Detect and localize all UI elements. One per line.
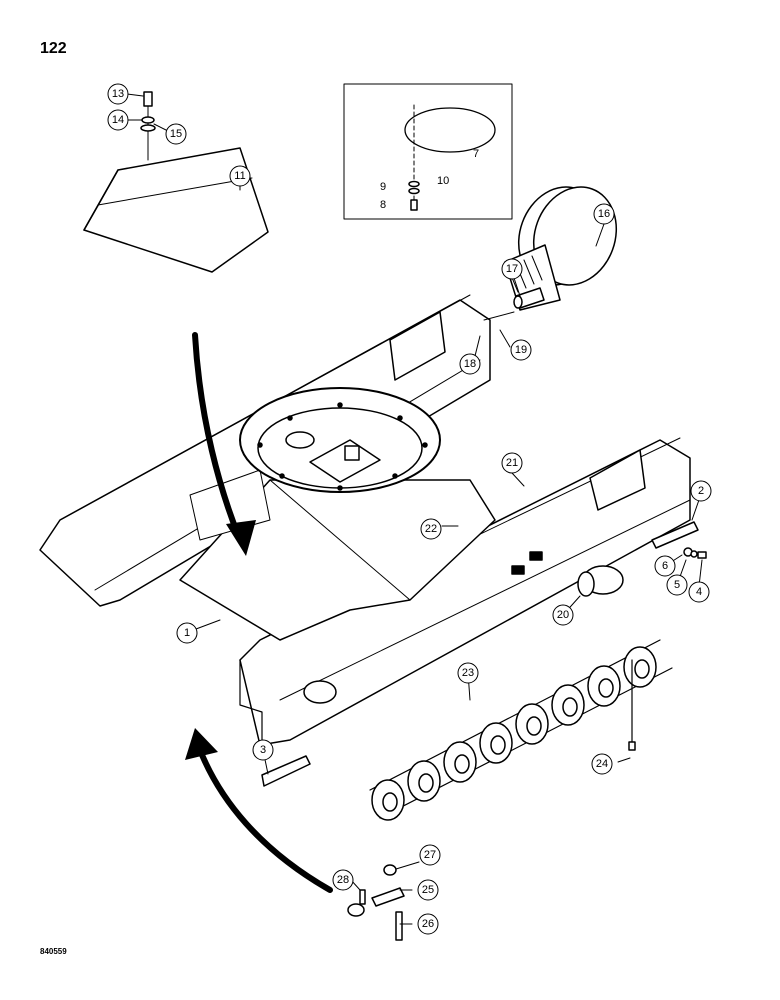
callout-label: 23 bbox=[462, 667, 474, 679]
inset-labels: 7 8 9 10 bbox=[380, 148, 479, 211]
inset-label-10: 10 bbox=[437, 175, 449, 187]
callouts: 1 2 3 4 5 6 11 13 14 15 16 17 18 19 20 2… bbox=[107, 83, 712, 935]
callout-22: 22 bbox=[420, 518, 442, 540]
callout-11: 11 bbox=[229, 165, 251, 187]
bushing bbox=[483, 287, 545, 321]
track-frame bbox=[39, 294, 691, 746]
side-bracket bbox=[651, 521, 707, 559]
callout-23: 23 bbox=[457, 662, 479, 684]
callout-24: 24 bbox=[591, 753, 613, 775]
callout-14: 14 bbox=[107, 109, 129, 131]
bracket bbox=[261, 755, 311, 787]
callout-label: 4 bbox=[696, 586, 702, 598]
callout-label: 3 bbox=[260, 744, 266, 756]
track-roller-hub bbox=[562, 697, 578, 717]
callout-label: 17 bbox=[506, 263, 518, 275]
track-roller-hub bbox=[418, 773, 434, 793]
long-bolt bbox=[628, 659, 636, 751]
callout-label: 19 bbox=[515, 344, 527, 356]
callout-21: 21 bbox=[501, 452, 523, 474]
inset-label-8: 8 bbox=[380, 199, 386, 211]
callout-2: 2 bbox=[690, 480, 712, 502]
track-roller-hub bbox=[454, 754, 470, 774]
callout-1: 1 bbox=[176, 622, 198, 644]
track-roller-hub bbox=[634, 659, 650, 679]
callout-26: 26 bbox=[417, 913, 439, 935]
track-roller-hub bbox=[490, 735, 506, 755]
callout-label: 27 bbox=[424, 849, 436, 861]
callout-19: 19 bbox=[510, 339, 532, 361]
track-rollers bbox=[369, 639, 673, 821]
callout-label: 1 bbox=[184, 627, 190, 639]
callout-label: 14 bbox=[112, 114, 124, 126]
carrier-roller bbox=[577, 565, 624, 597]
callout-20: 20 bbox=[552, 604, 574, 626]
callout-label: 16 bbox=[598, 208, 610, 220]
retainer-parts bbox=[347, 864, 405, 941]
callout-label: 2 bbox=[698, 485, 704, 497]
callout-17: 17 bbox=[501, 258, 523, 280]
callout-label: 26 bbox=[422, 918, 434, 930]
callout-27: 27 bbox=[419, 844, 441, 866]
callout-13: 13 bbox=[107, 83, 129, 105]
inset-label-9: 9 bbox=[380, 181, 386, 193]
idler-assembly bbox=[504, 186, 618, 311]
callout-5: 5 bbox=[666, 574, 688, 596]
inset-label-7: 7 bbox=[473, 148, 479, 160]
callout-label: 5 bbox=[674, 579, 680, 591]
page-number: 122 bbox=[40, 40, 67, 57]
direction-arrows bbox=[185, 332, 333, 893]
callout-label: 11 bbox=[234, 170, 245, 182]
callout-3: 3 bbox=[252, 739, 274, 761]
track-roller-hub bbox=[382, 792, 398, 812]
cover-plate bbox=[83, 91, 269, 273]
callout-label: 18 bbox=[464, 358, 476, 370]
callout-28: 28 bbox=[332, 869, 354, 891]
callout-label: 24 bbox=[596, 758, 608, 770]
callout-4: 4 bbox=[688, 581, 710, 603]
callout-label: 28 bbox=[337, 874, 349, 886]
callout-label: 25 bbox=[422, 884, 434, 896]
callout-label: 20 bbox=[557, 609, 569, 621]
drawing-code: 840559 bbox=[40, 947, 67, 956]
callout-label: 13 bbox=[112, 88, 124, 100]
callout-label: 21 bbox=[506, 457, 518, 469]
callout-25: 25 bbox=[417, 879, 439, 901]
callout-16: 16 bbox=[593, 203, 615, 225]
track-roller-hub bbox=[598, 678, 614, 698]
track-roller-hub bbox=[526, 716, 542, 736]
callout-label: 15 bbox=[170, 128, 182, 140]
inset-box bbox=[343, 83, 513, 220]
callout-6: 6 bbox=[654, 555, 676, 577]
callout-18: 18 bbox=[459, 353, 481, 375]
callout-label: 22 bbox=[425, 523, 437, 535]
callout-label: 6 bbox=[662, 560, 668, 572]
callout-15: 15 bbox=[165, 123, 187, 145]
